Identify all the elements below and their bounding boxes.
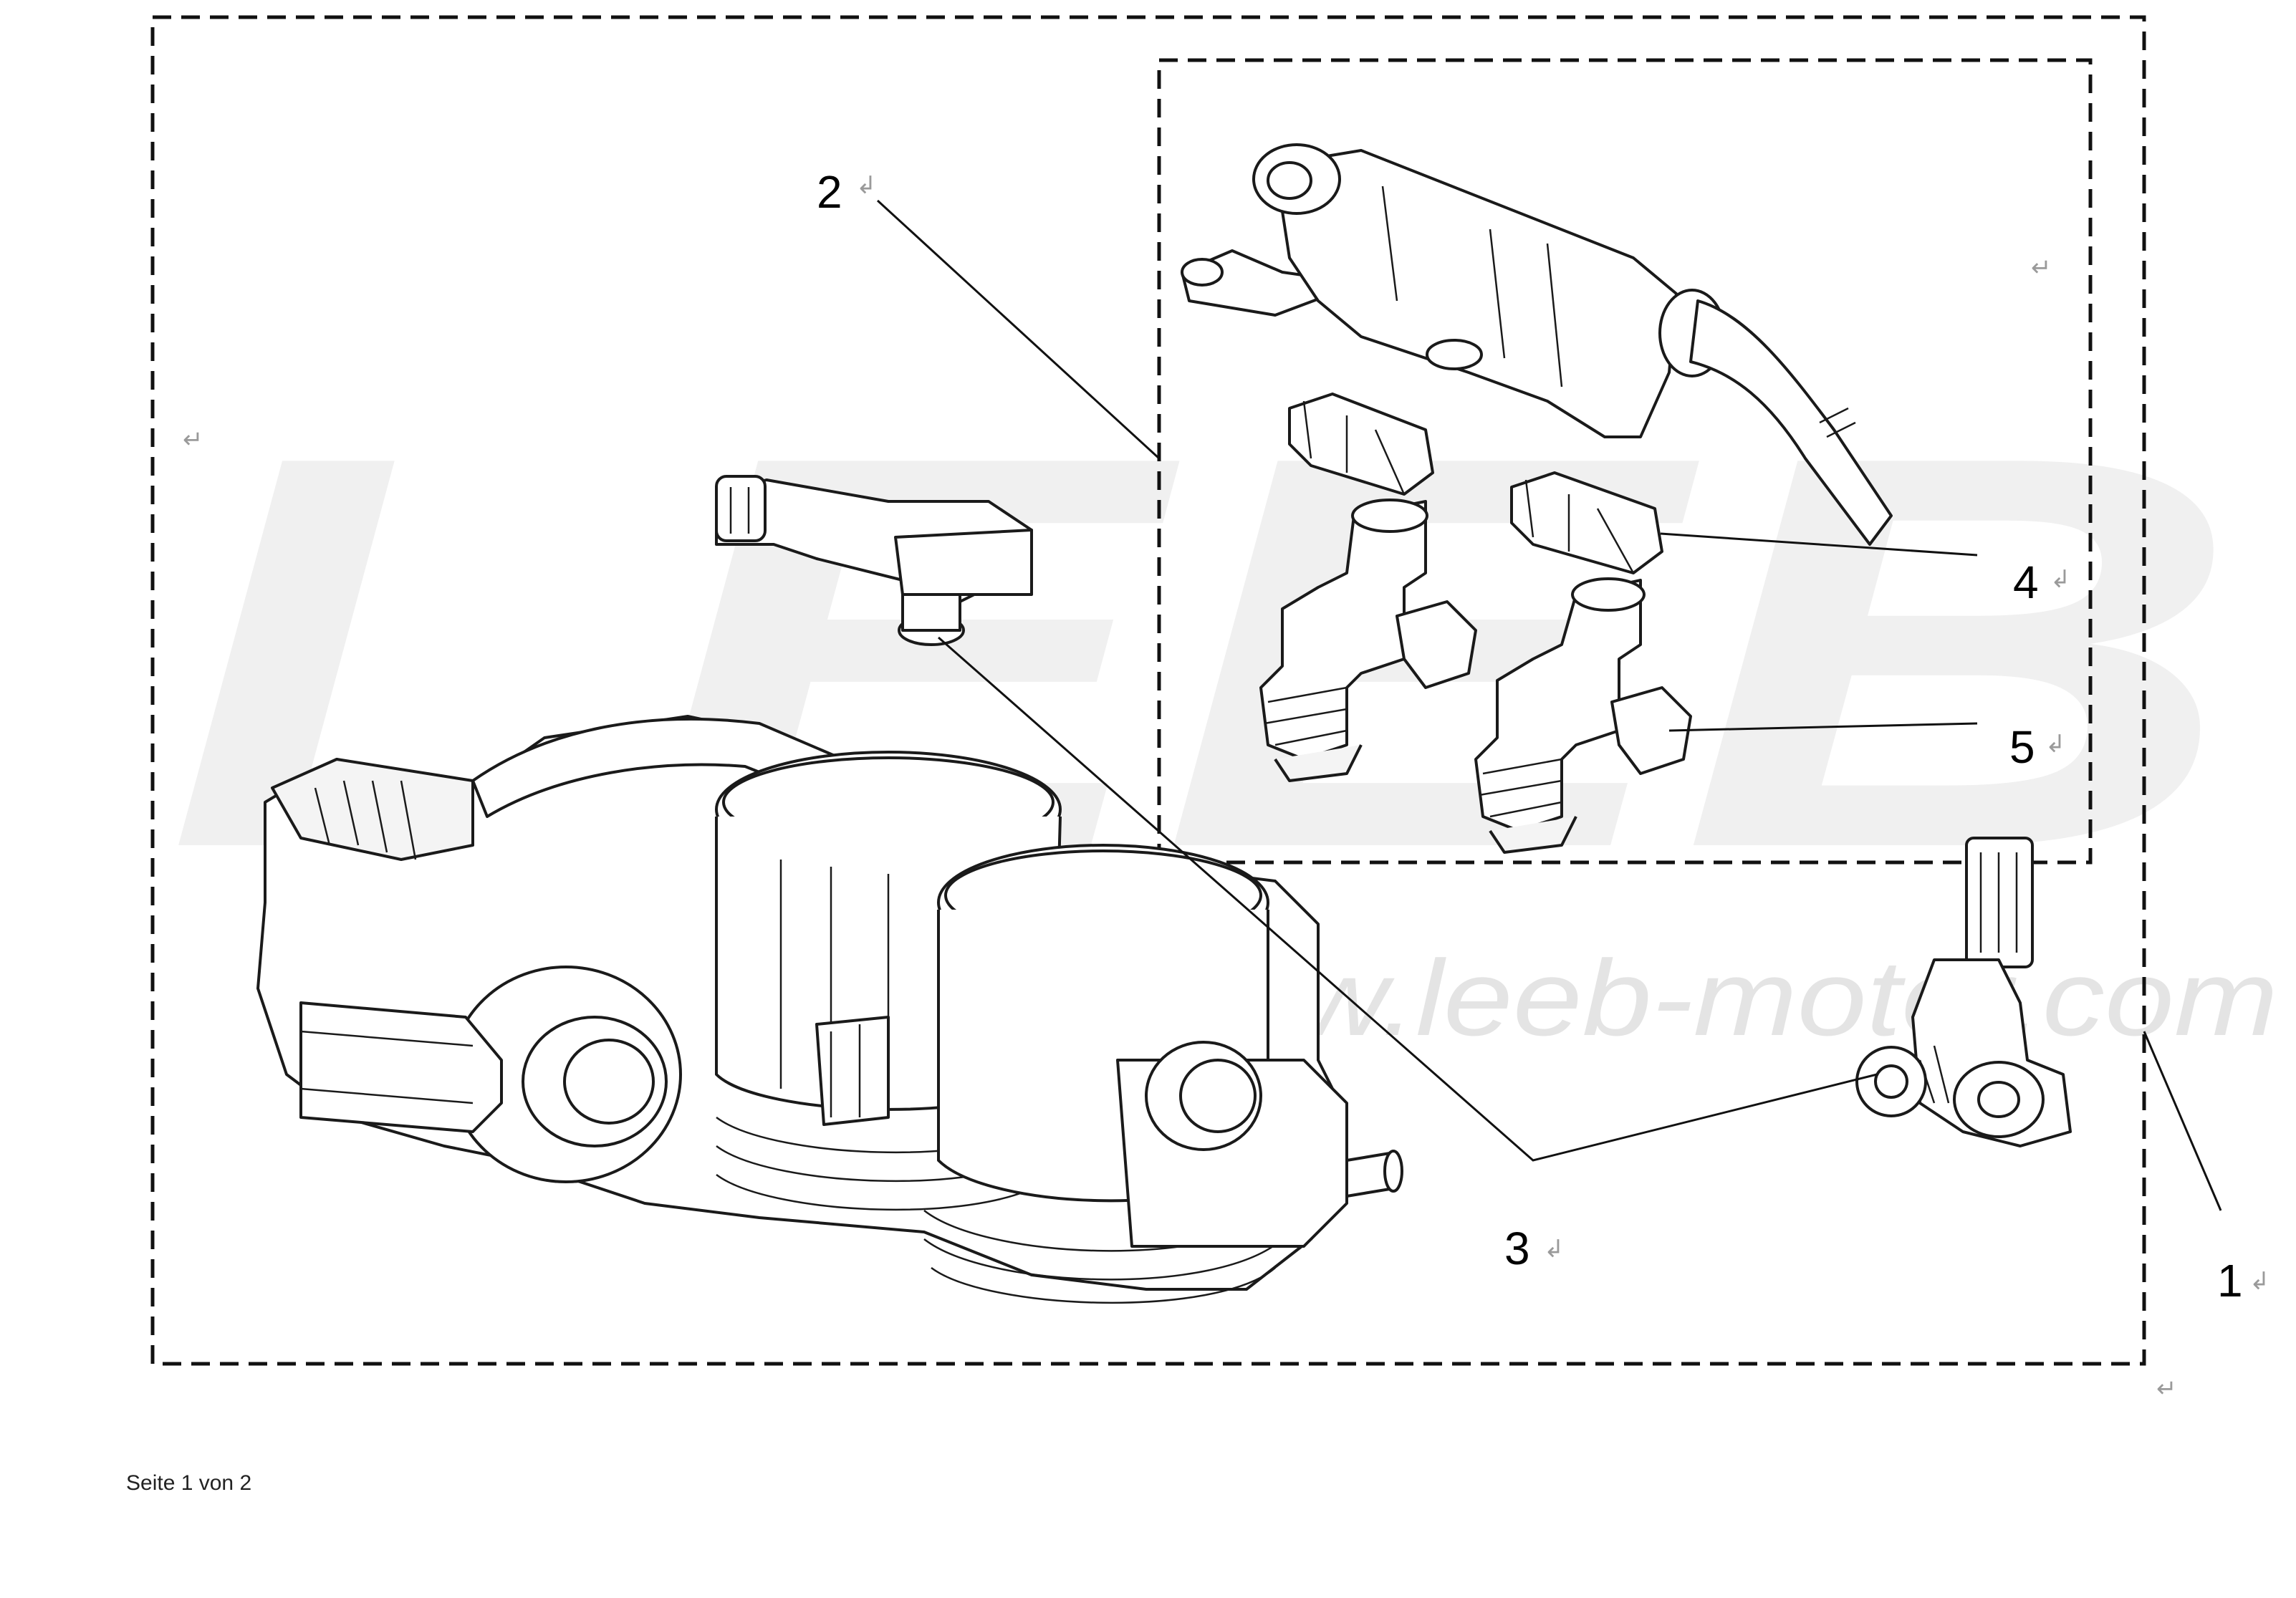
callout-5: 5 <box>2009 721 2035 773</box>
leader-line-1 <box>2143 1031 2222 1211</box>
injector-connector-right <box>1510 471 1663 574</box>
leader-line-4 <box>1660 532 1978 557</box>
formatting-marks: ↲ ↲ ↲ ↲ ↲ ↵ ↵ ↵ <box>183 171 2270 1403</box>
callout-1: 1 <box>2217 1255 2243 1306</box>
fuel-injector-right <box>1474 577 1692 854</box>
fuel-rail <box>1181 143 1893 546</box>
leader-lines <box>876 199 2222 1211</box>
leader-line-2 <box>876 199 1161 460</box>
line-break-mark: ↲ <box>2050 565 2071 594</box>
paragraph-mark: ↵ <box>183 425 203 454</box>
callout-2: 2 <box>817 166 842 218</box>
callout-3: 3 <box>1504 1223 1530 1274</box>
injector-connector-left <box>1288 393 1434 496</box>
throttle-position-sensor <box>1855 837 2072 1147</box>
injector-subassembly-frame <box>1157 58 2093 865</box>
leader-line-5 <box>1668 722 1978 732</box>
throttle-body <box>256 715 1403 1304</box>
assembly-frame <box>150 15 2146 1366</box>
line-break-mark: ↲ <box>2249 1267 2270 1296</box>
line-break-mark: ↲ <box>2045 730 2066 759</box>
paragraph-mark: ↵ <box>2156 1375 2177 1403</box>
leader-line-3 <box>938 636 1878 1162</box>
page-footer: Seite 1 von 2 <box>126 1471 252 1495</box>
map-sensor <box>715 475 1033 646</box>
paragraph-mark: ↵ <box>2031 254 2052 282</box>
fuel-injector-left <box>1259 499 1477 782</box>
callout-4: 4 <box>2013 557 2039 608</box>
line-break-mark: ↲ <box>856 171 877 200</box>
line-break-mark: ↲ <box>1544 1235 1565 1264</box>
